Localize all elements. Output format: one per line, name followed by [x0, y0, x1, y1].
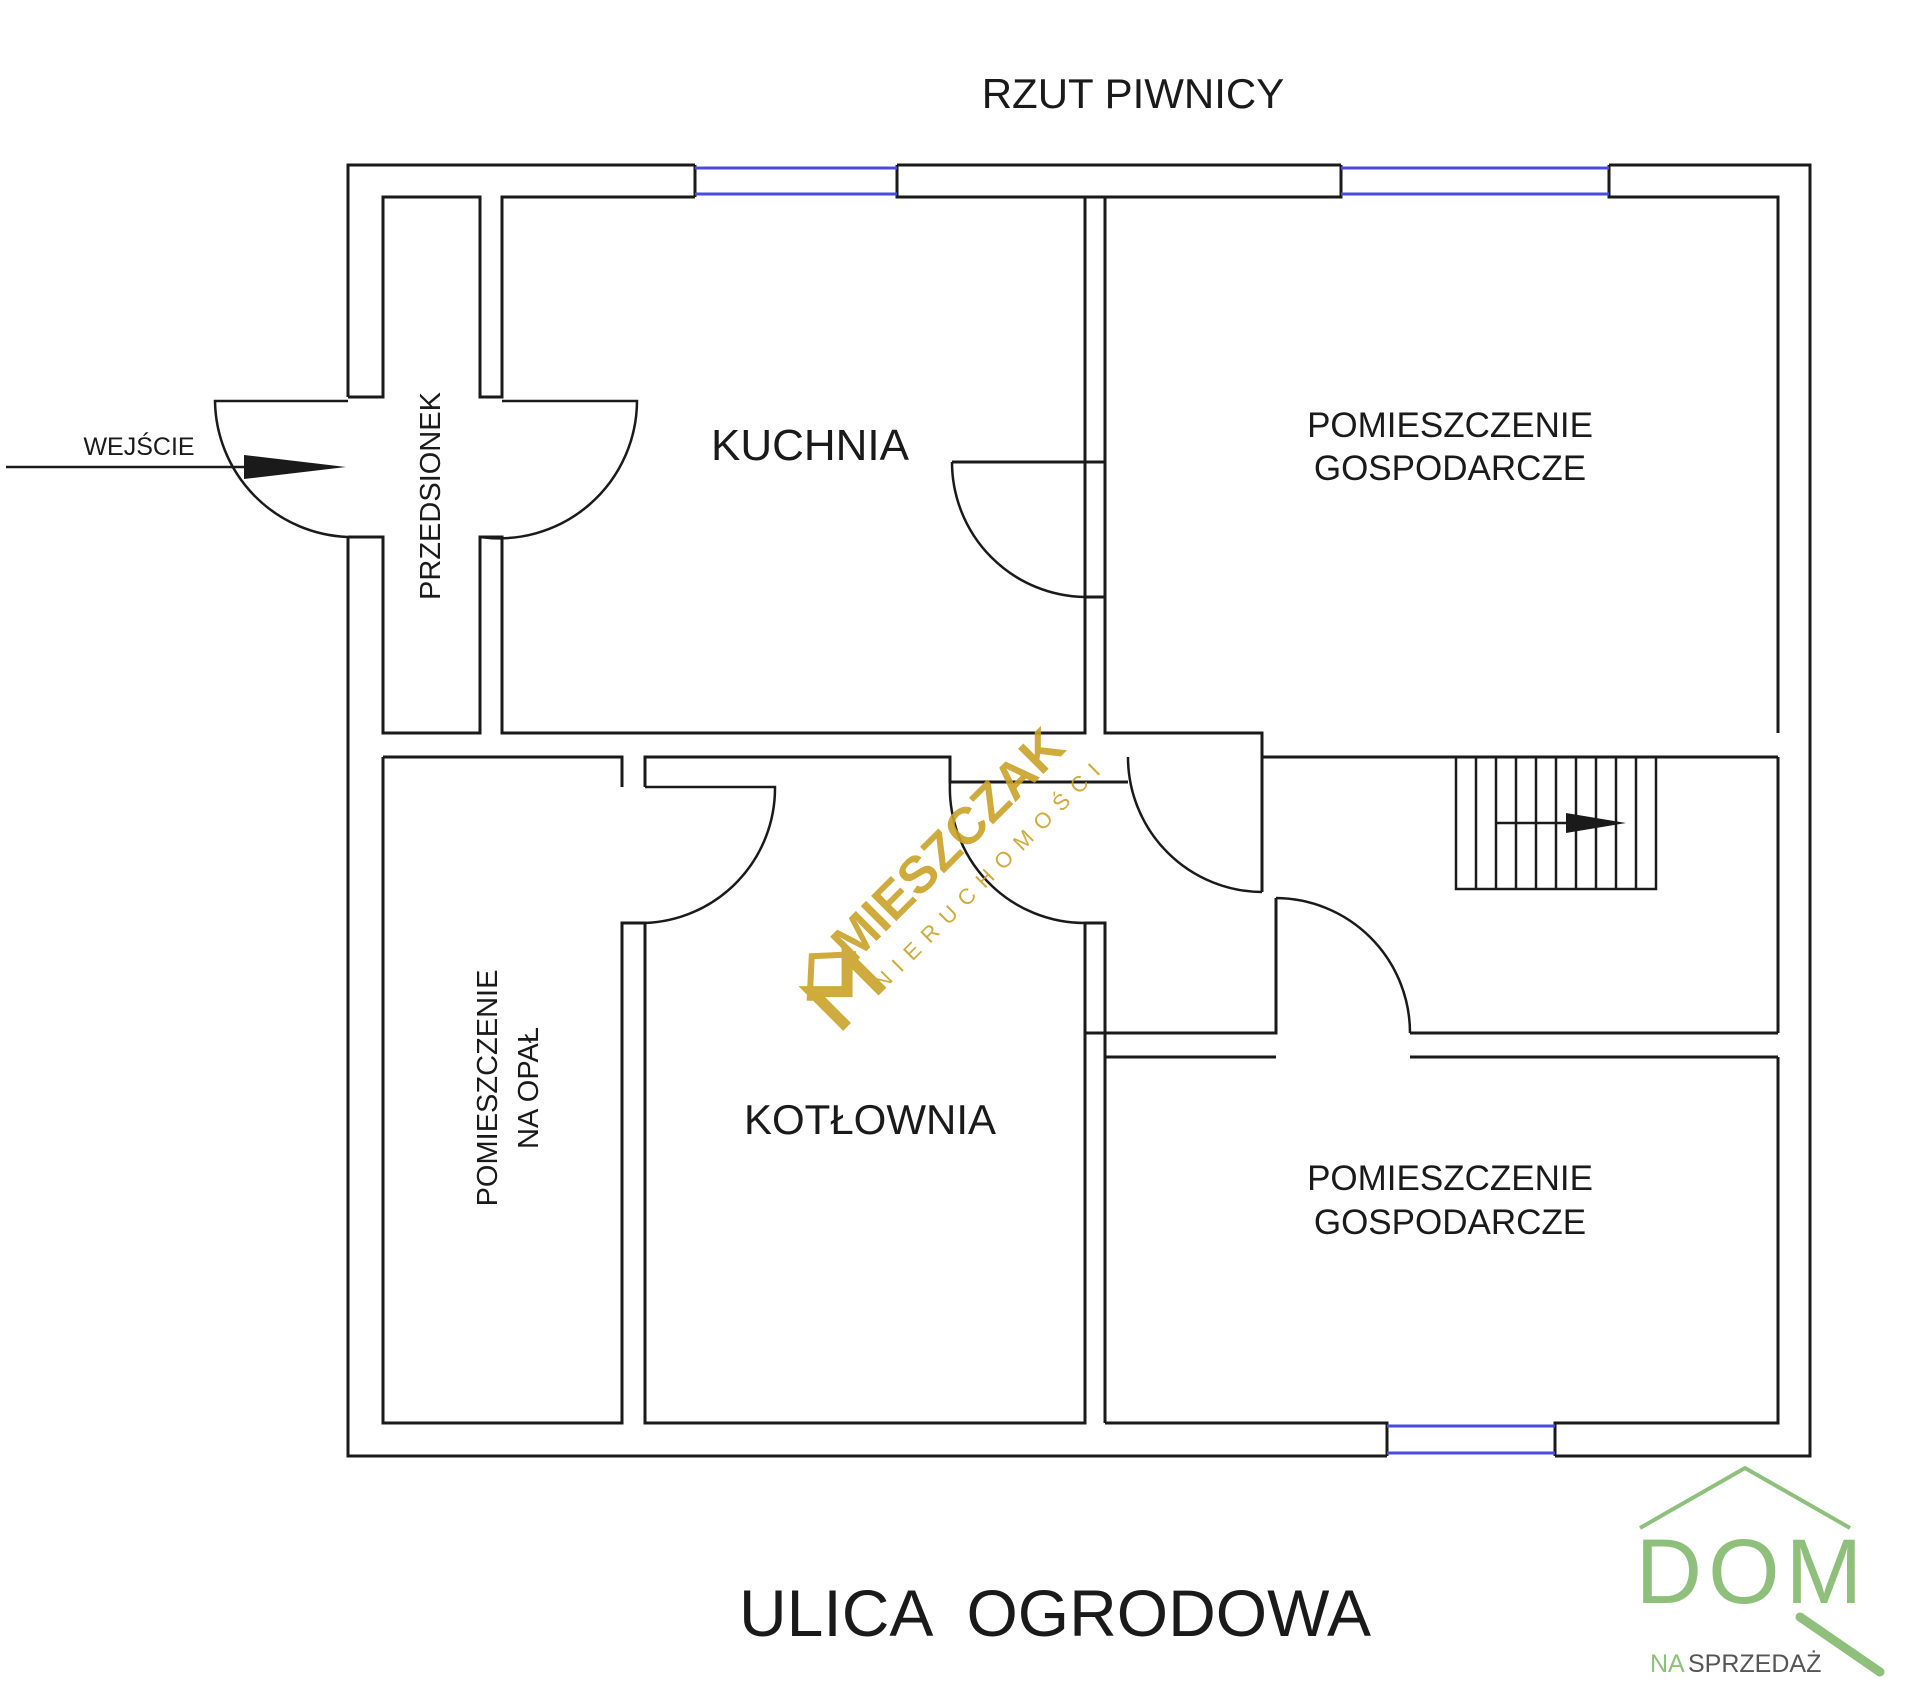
- room-vestibule-label: PRZEDSIONEK: [415, 391, 447, 600]
- vestibule-walls: [348, 195, 1264, 757]
- magnifier-handle: [1795, 1612, 1885, 1677]
- entrance-arrow: [6, 455, 346, 479]
- dom-logo-tagline-prefix: NA: [1650, 1650, 1685, 1678]
- plan-title: RZUT PIWNICY: [982, 70, 1285, 117]
- entrance-label: WEJŚCIE: [83, 431, 194, 461]
- dom-logo-tagline: SPRZEDAŻ: [1688, 1649, 1821, 1678]
- middle-wall: [381, 755, 1778, 1425]
- stairs: [1454, 755, 1658, 891]
- stair-arrow-head: [1566, 813, 1626, 833]
- corridor-door: [1126, 756, 1263, 894]
- watermark: MIESZCZAK NIERUCHOMOŚCI: [798, 717, 1112, 1031]
- entrance-door-right: [479, 399, 639, 540]
- outer-wall-inner-top: [693, 165, 1780, 733]
- kitchen-utility-divider: [952, 197, 1107, 733]
- windows: [695, 166, 1609, 1455]
- corridor-lower-walls: [1083, 898, 1778, 1423]
- walls: [346, 163, 1812, 1458]
- room-fuel-line2: NA OPAŁ: [513, 1027, 545, 1149]
- fuel-room-door: [644, 785, 777, 925]
- street-label: ULICA OGRODOWA: [739, 1576, 1371, 1650]
- outer-wall-outer: [346, 163, 1812, 1458]
- room-utility-top-line2: GOSPODARCZE: [1314, 449, 1586, 488]
- room-utility-bottom-line2: GOSPODARCZE: [1314, 1203, 1586, 1242]
- lower-utility-door: [1275, 896, 1412, 1034]
- doors: [213, 399, 1412, 1034]
- watermark-logo-mark: [798, 942, 887, 1031]
- room-boiler-label: KOTŁOWNIA: [744, 1096, 996, 1143]
- boiler-room-door: [948, 781, 1086, 925]
- entrance-door-left: [213, 399, 349, 539]
- room-kitchen-label: KUCHNIA: [711, 421, 910, 470]
- room-fuel-line1: POMIESZCZENIE: [472, 970, 504, 1207]
- kitchen-door: [950, 461, 1086, 599]
- dom-logo-word: DOM: [1636, 1521, 1869, 1623]
- outer-wall-inner-right: [1105, 757, 1780, 1456]
- dom-logo-roof: [1639, 1465, 1851, 1530]
- room-utility-top-line1: POMIESZCZENIE: [1307, 406, 1593, 445]
- dom-logo: DOM NA SPRZEDAŻ: [1636, 1465, 1885, 1678]
- room-utility-bottom-line1: POMIESZCZENIE: [1307, 1159, 1593, 1198]
